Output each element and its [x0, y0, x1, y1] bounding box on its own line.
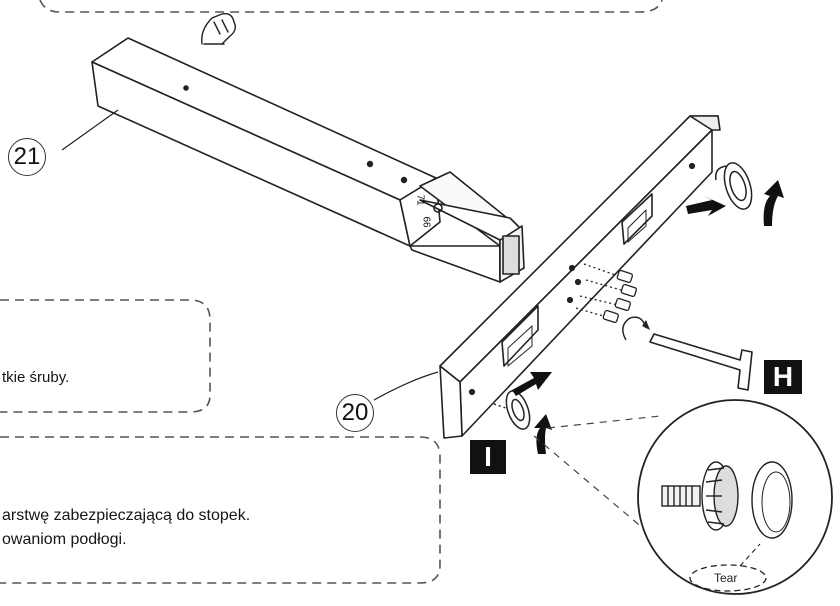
- arrow-rotate-bottom: [534, 414, 552, 454]
- hex-key: [649, 333, 753, 391]
- part-20-circle: [336, 394, 374, 432]
- tear-label: Tear: [714, 571, 738, 585]
- screw-rotation-arrow: [622, 316, 647, 341]
- arrow-rotate-top: [763, 180, 784, 226]
- hand-push-icon: [201, 12, 237, 45]
- foot-detail: [661, 461, 793, 539]
- part-20-label: 20: [341, 399, 369, 426]
- leader-20: [373, 371, 439, 401]
- arrow-push-bottom: [512, 372, 552, 396]
- leader-21: [61, 109, 119, 151]
- screws-callout-text: tkie śruby.: [2, 369, 70, 386]
- badge-foot: I: [470, 440, 506, 474]
- tear-leader: [739, 543, 761, 567]
- part-21-circle: [8, 138, 46, 176]
- tube-mark-1: 71: [414, 194, 426, 206]
- screws-callout-box: [0, 299, 211, 413]
- feet-callout-line-2: owaniom podłogi.: [2, 531, 127, 548]
- tube-part-21: [91, 37, 525, 283]
- part-21-label: 21: [13, 143, 41, 170]
- feet-callout-box: [0, 436, 441, 584]
- top-callout-box: [39, 0, 663, 13]
- detail-guide-1: [547, 415, 661, 429]
- arrow-push-top: [686, 196, 726, 216]
- detail-guide-2: [533, 435, 665, 547]
- foot-bottom: [493, 390, 531, 430]
- tear-oval: [689, 564, 767, 592]
- tube-mark-2: 66: [420, 216, 432, 228]
- feet-callout-line-1: arstwę zabezpieczającą do stopek.: [2, 507, 251, 524]
- foot-top: [714, 162, 753, 210]
- screws: [575, 263, 638, 324]
- screw-rotation-arrow-head: [642, 320, 650, 330]
- badge-hex-key: H: [764, 360, 802, 394]
- beam-part-20: [439, 115, 721, 439]
